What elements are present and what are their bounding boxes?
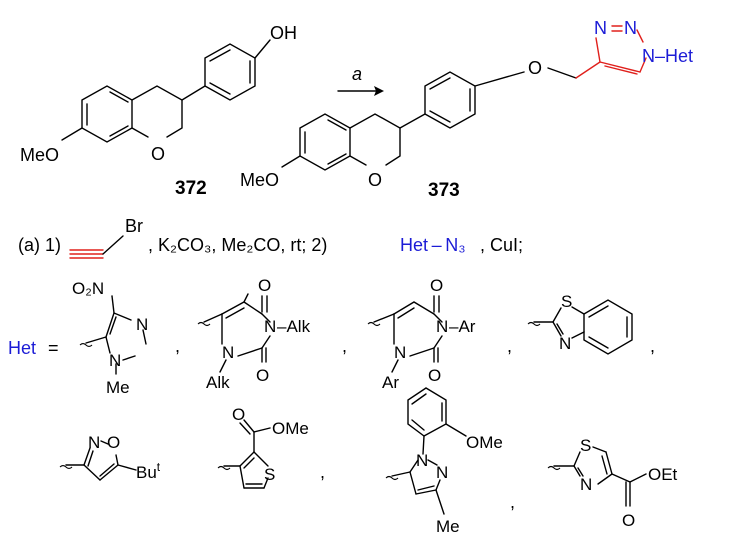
het7-me-label: Me	[436, 517, 460, 536]
het7-n1-label: N	[416, 451, 428, 470]
het3-ar-n1-label: Ar	[382, 373, 399, 392]
compound-373-structure	[281, 25, 647, 171]
het2-o-bottom-label: O	[256, 366, 269, 385]
het5-bu-text: Bu	[136, 463, 157, 482]
het2-n3-label: N	[264, 317, 276, 336]
het5-t-superscript: t	[157, 460, 161, 474]
meo-label-373: MeO	[240, 170, 279, 190]
het-uracil-aryl-structure	[367, 295, 443, 373]
het8-n-label: N	[580, 475, 592, 494]
het3-n1-label: N	[394, 343, 406, 362]
ether-o-label: O	[528, 58, 542, 78]
het8-oet-label: OEt	[648, 465, 678, 484]
compound-372-structure	[61, 39, 271, 143]
het6-carbonyl-o-label: O	[232, 405, 245, 424]
het-label: Het	[8, 338, 36, 358]
separator-1: ,	[175, 336, 180, 356]
het1-o2n-label: O₂N	[72, 279, 104, 298]
het2-o-top-label: O	[258, 276, 271, 295]
conditions-step1-text: , K₂CO₃, Me₂CO, rt; 2)	[148, 235, 327, 255]
het3-ar-label: –Ar	[449, 317, 476, 336]
het-aryl-pyrazole-structure	[385, 387, 467, 515]
het1-n-label-a: N	[136, 315, 148, 334]
het5-bu-label: But	[136, 460, 161, 482]
separator-6: ,	[510, 492, 515, 512]
het1-me-label: Me	[106, 378, 130, 397]
het2-alk-label: –Alk	[277, 317, 311, 336]
het2-n1-label: N	[222, 343, 234, 362]
separator-2: ,	[342, 336, 347, 356]
propargyl-bromide-structure	[69, 235, 124, 259]
het-benzothiazole-structure	[527, 299, 633, 355]
het2-alk-n1-label: Alk	[206, 373, 230, 392]
arrow-label: a	[352, 64, 362, 84]
triazole-n2-label: N	[624, 18, 637, 38]
het4-s-label: S	[561, 292, 572, 311]
conditions-prefix-text: (a) 1)	[18, 235, 61, 255]
separator-3: ,	[507, 336, 512, 356]
conditions-prefix: (a) 1)	[18, 235, 61, 255]
het8-carbonyl-o-label: O	[622, 511, 635, 530]
het3-o-top-label: O	[430, 276, 443, 295]
propargyl-br-label: Br	[125, 216, 143, 236]
het-azide-label: Het – N₃	[400, 235, 466, 255]
het1-n-label-b: N	[109, 351, 121, 370]
het7-n2-label: N	[436, 463, 448, 482]
compound-372-number: 372	[175, 178, 207, 199]
het-isoxazole-structure	[59, 440, 137, 481]
compound-373-number: 373	[428, 180, 460, 201]
separator-4: ,	[650, 336, 655, 356]
oh-label: OH	[270, 23, 297, 43]
het6-ome-label: OMe	[272, 419, 309, 438]
het3-o-bottom-label: O	[428, 366, 441, 385]
triazole-n1-label: N	[594, 18, 607, 38]
triazole-n3-het-label: N–Het	[642, 46, 693, 66]
ring-o-label-373: O	[368, 170, 382, 190]
conditions-suffix: , CuI;	[480, 235, 523, 255]
het5-o-label: O	[107, 433, 120, 452]
het8-s-label: S	[580, 436, 591, 455]
het7-ome-label: OMe	[466, 433, 503, 452]
het5-n-label: N	[88, 433, 100, 452]
het4-n-label: N	[559, 334, 571, 353]
het-thiazole-ester-structure	[547, 446, 647, 507]
het6-s-label: S	[264, 465, 275, 484]
het-equals: =	[48, 338, 59, 358]
het3-n3-label: N	[436, 317, 448, 336]
separator-5: ,	[320, 462, 325, 482]
reaction-arrow	[337, 86, 384, 96]
ring-o-label-372: O	[151, 144, 165, 164]
het-uracil-alkyl-structure	[197, 293, 271, 373]
het-thiophene-ester-structure	[217, 419, 271, 489]
het-nitroimidazole-structure	[79, 295, 147, 375]
meo-label-372: MeO	[20, 145, 59, 165]
